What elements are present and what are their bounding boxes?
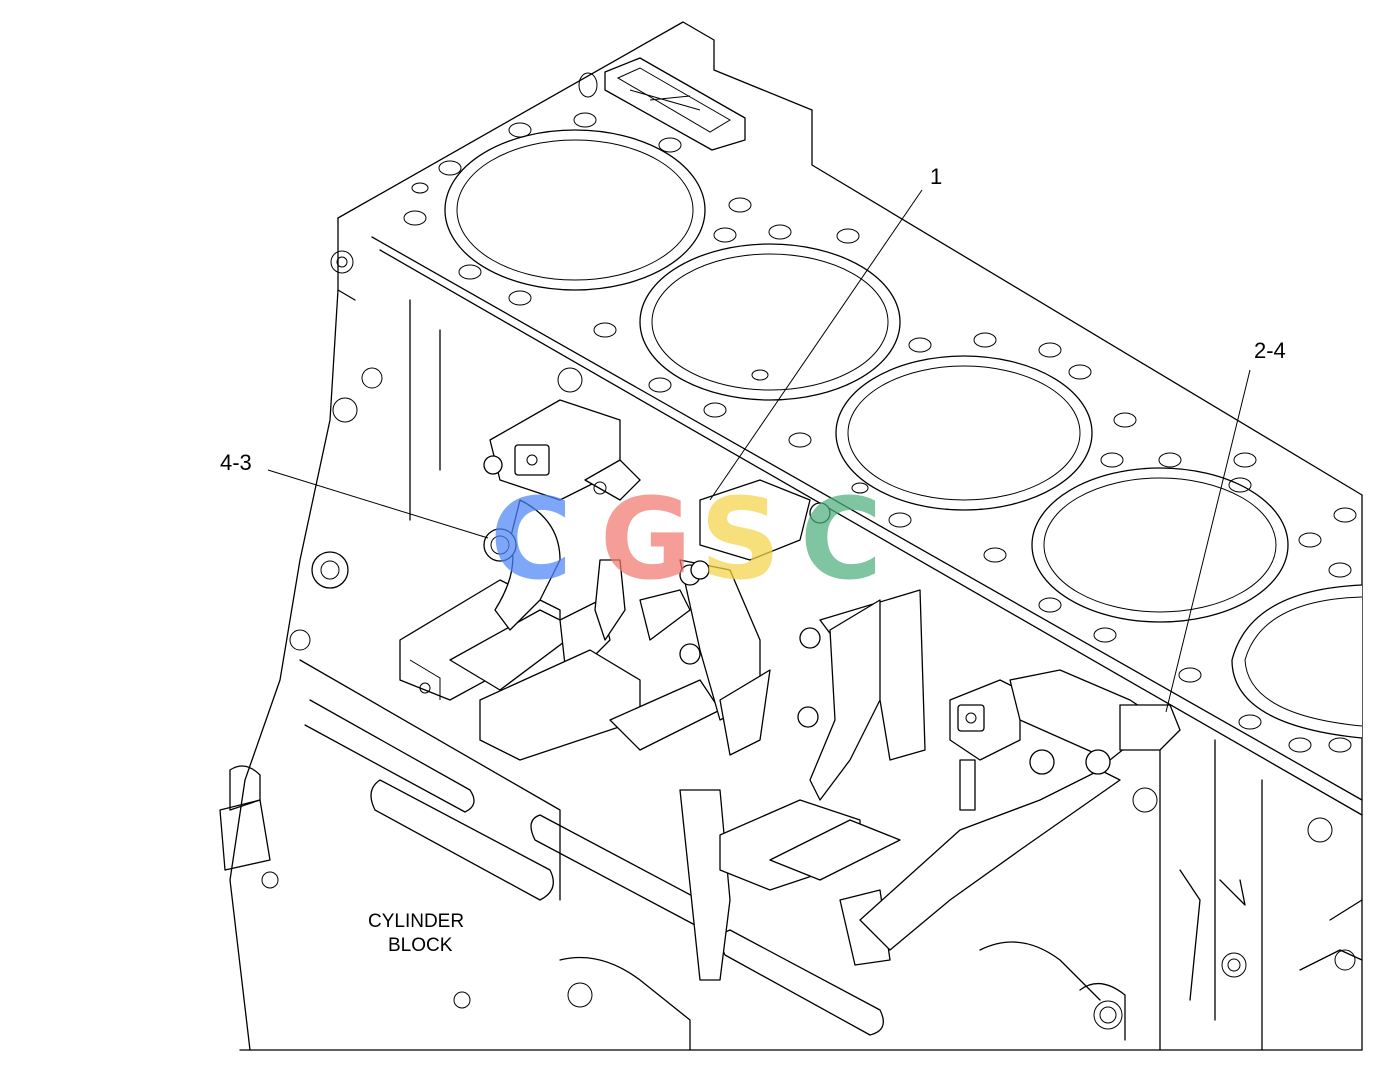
callout-leaders: [267, 189, 1251, 713]
cylinder-block-label-line2: BLOCK: [388, 935, 453, 956]
mounting-bolts: [311, 455, 831, 589]
cylinder-block-label-line1: CYLINDER: [368, 911, 464, 932]
cylinder-block-body: [219, 21, 1363, 1051]
callout-2-4: 2-4: [1254, 338, 1286, 363]
callout-1: 1: [930, 164, 942, 189]
watermark-letter-1: C: [490, 475, 572, 605]
watermark-letter-3: S: [700, 475, 781, 605]
leader-2-4: [1165, 369, 1251, 713]
leader-4-3: [267, 469, 489, 539]
cylinder-bores: [444, 129, 1363, 739]
head-bolt-holes: [403, 112, 1357, 753]
callout-4-3: 4-3: [220, 450, 252, 475]
piston-cooling-jets: [399, 399, 1181, 981]
watermark-letter-2: G: [600, 475, 692, 605]
watermark-logo: C G S C: [490, 475, 882, 605]
watermark-letter-4: C: [800, 475, 882, 605]
leader-1: [709, 189, 923, 501]
